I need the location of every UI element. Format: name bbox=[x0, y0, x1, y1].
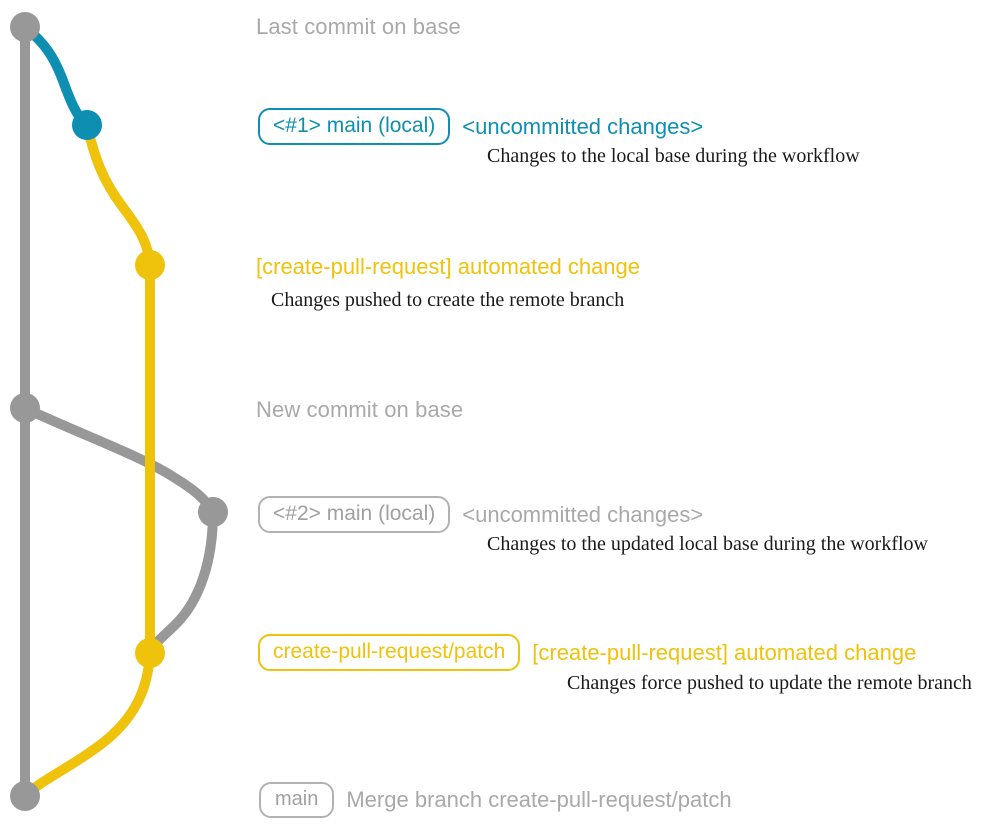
entry-merge-commit: main Merge branch create-pull-request/pa… bbox=[259, 782, 732, 818]
commit-node-local-main-1[interactable] bbox=[72, 110, 102, 140]
edge-patch-to-base bbox=[20, 648, 155, 801]
commit-note-local-main-1: Changes to the local base during the wor… bbox=[487, 145, 860, 167]
commit-node-base-new[interactable] bbox=[10, 393, 40, 423]
branch-badge-main[interactable]: main bbox=[259, 782, 335, 818]
edge-side-to-patch bbox=[145, 507, 218, 658]
commit-subject-automated-1: [create-pull-request] automated change bbox=[256, 254, 641, 279]
commit-note-local-main-2: Changes to the updated local base during… bbox=[487, 533, 928, 555]
branch-badge-create-pull-request-patch[interactable]: create-pull-request/patch bbox=[258, 634, 521, 672]
commit-heading-new-base: New commit on base bbox=[256, 397, 464, 422]
edge-base-to-blue bbox=[20, 22, 92, 130]
commit-note-automated-1: Changes pushed to create the remote bran… bbox=[271, 289, 625, 311]
commit-node-base-top[interactable] bbox=[10, 12, 40, 42]
entry-local-main-2: <#2> main (local) <uncommitted changes> bbox=[258, 496, 704, 534]
branch-badge-local-main-2[interactable]: <#2> main (local) bbox=[258, 496, 451, 534]
commit-node-local-main-2[interactable] bbox=[198, 497, 228, 527]
commit-nodes bbox=[10, 12, 228, 811]
commit-subject-automated-2: [create-pull-request] automated change bbox=[532, 639, 917, 665]
entry-new-commit-on-base: New commit on base bbox=[256, 397, 463, 423]
commit-node-automated-2[interactable] bbox=[135, 638, 165, 668]
edge-blue-to-patch bbox=[82, 120, 155, 270]
entry-last-commit-on-base: Last commit on base bbox=[256, 14, 461, 40]
entry-automated-2: create-pull-request/patch [create-pull-r… bbox=[258, 634, 917, 672]
commit-heading: Last commit on base bbox=[256, 14, 461, 39]
commit-note-automated-2: Changes force pushed to update the remot… bbox=[567, 672, 972, 694]
commit-node-merge[interactable] bbox=[10, 781, 40, 811]
commit-subject-local-main-1: <uncommitted changes> bbox=[462, 113, 704, 139]
commit-subject-merge: Merge branch create-pull-request/patch bbox=[346, 787, 732, 812]
entry-local-main-1: <#1> main (local) <uncommitted changes> bbox=[258, 108, 704, 146]
commit-node-automated-1[interactable] bbox=[135, 250, 165, 280]
edge-base-to-side bbox=[20, 403, 218, 517]
commit-subject-local-main-2: <uncommitted changes> bbox=[462, 501, 704, 527]
branch-badge-local-main-1[interactable]: <#1> main (local) bbox=[258, 108, 451, 146]
